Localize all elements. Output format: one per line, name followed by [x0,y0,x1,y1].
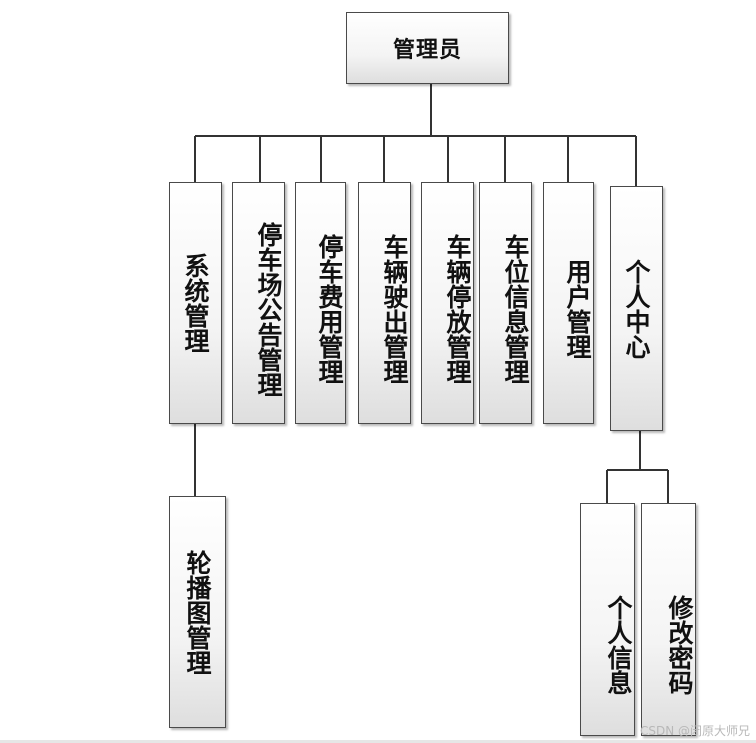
submodule-label-change-password: 修改密码 [665,594,694,695]
module-node-vehicle-exit: 车辆驶出管理 [358,182,411,424]
module-label-personal-center: 个人中心 [622,258,651,359]
module-node-parking-notice: 停车场公告管理 [232,182,285,424]
watermark-text: CSDN @闭原大师兄 [639,724,750,738]
module-label-system: 系统管理 [181,253,210,353]
root-node-label: 管理员 [392,38,462,63]
submodule-node-carousel: 轮播图管理 [169,496,226,728]
bottom-rule [0,740,756,743]
module-label-vehicle-exit: 车辆驶出管理 [380,234,409,384]
submodule-label-personal-info: 个人信息 [604,594,633,695]
module-node-vehicle-parking: 车辆停放管理 [421,182,474,424]
module-label-vehicle-parking: 车辆停放管理 [443,234,472,384]
module-node-space-info: 车位信息管理 [479,182,532,424]
root-node-admin: 管理员 [346,12,509,84]
submodule-node-personal-info: 个人信息 [580,503,635,736]
submodule-label-carousel: 轮播图管理 [183,549,212,675]
module-label-parking-fee: 停车费用管理 [315,234,344,384]
module-node-parking-fee: 停车费用管理 [295,182,346,424]
module-label-parking-notice: 停车场公告管理 [254,221,283,397]
module-node-user: 用户管理 [543,182,594,424]
module-node-personal-center: 个人中心 [610,186,663,431]
module-label-user: 用户管理 [563,259,592,359]
module-node-system: 系统管理 [169,182,222,424]
module-label-space-info: 车位信息管理 [501,234,530,384]
submodule-node-change-password: 修改密码 [641,503,696,736]
